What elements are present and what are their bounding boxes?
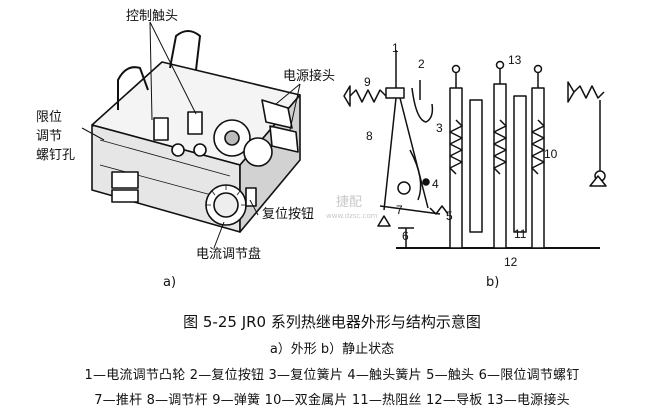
num-label-11: 11 bbox=[514, 227, 527, 241]
num-label-2: 2 bbox=[418, 57, 425, 71]
watermark-text: 捷配 bbox=[336, 195, 362, 210]
legend-line-2: 7—推杆 8—调节杆 9—弹簧 10—双金属片 11—热阻丝 12—导板 13—… bbox=[94, 393, 570, 408]
num-label-9: 9 bbox=[364, 75, 371, 89]
num-label-3: 3 bbox=[436, 121, 443, 135]
label-current-dial: 电流调节盘 bbox=[196, 246, 261, 262]
figure-title: 图 5-25 JR0 系列热继电器外形与结构示意图 bbox=[183, 313, 481, 331]
leader-lines-panel-a bbox=[81, 21, 301, 249]
watermark-url: www.dzsc.com bbox=[326, 212, 378, 220]
num-label-6: 6 bbox=[402, 229, 409, 243]
num-label-13: 13 bbox=[508, 53, 522, 67]
label-limit-screw-hole-1: 限位 bbox=[36, 110, 62, 125]
figure-subtitle: a）外形 b）静止状态 bbox=[269, 342, 395, 357]
label-power-terminal: 电源接头 bbox=[283, 68, 335, 84]
label-limit-screw-hole-3: 螺钉孔 bbox=[36, 148, 75, 163]
num-label-7: 7 bbox=[396, 203, 403, 217]
label-limit-screw-hole-2: 调节 bbox=[36, 129, 62, 144]
legend-line-1: 1—电流调节凸轮 2—复位按钮 3—复位簧片 4—触头簧片 5—触头 6—限位调… bbox=[84, 368, 580, 383]
num-label-4: 4 bbox=[432, 177, 439, 191]
panel-b-sublabel: b) bbox=[486, 275, 499, 290]
panel-a-sublabel: a) bbox=[163, 275, 176, 290]
label-reset-button: 复位按钮 bbox=[262, 207, 314, 222]
num-label-12: 12 bbox=[504, 255, 518, 269]
num-label-5: 5 bbox=[446, 209, 453, 223]
num-label-8: 8 bbox=[366, 129, 373, 143]
label-control-contact: 控制触头 bbox=[126, 9, 178, 24]
num-label-10: 10 bbox=[544, 147, 558, 161]
relay-external-view bbox=[91, 30, 301, 233]
num-label-1: 1 bbox=[392, 41, 399, 55]
relay-structure-diagram bbox=[343, 50, 607, 249]
